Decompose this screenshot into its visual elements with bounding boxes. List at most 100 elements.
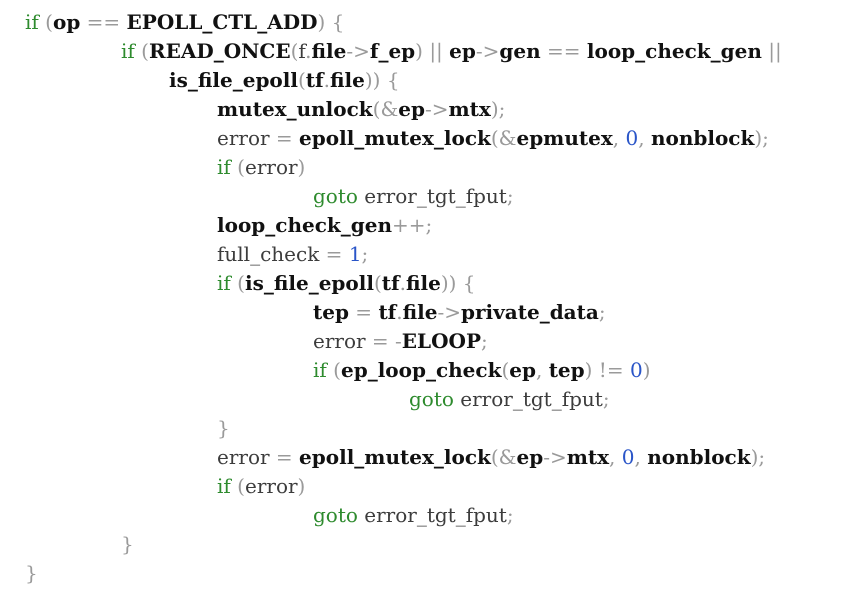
code-token: ); [490, 97, 506, 121]
code-token: ); [754, 126, 769, 150]
code-line[interactable]: mutex_unlock(&ep->mtx); [0, 95, 856, 124]
code-token: error [244, 155, 298, 179]
code-token: error_tgt_fput [364, 184, 507, 208]
code-token: mutex_unlock [217, 97, 373, 121]
code-token: . [396, 300, 403, 324]
code-token: op [52, 10, 81, 34]
code-token: 0 [621, 445, 635, 469]
code-line[interactable]: } [0, 414, 856, 443]
code-token: ++; [392, 213, 433, 237]
code-line[interactable]: if (op == EPOLL_CTL_ADD) { [0, 8, 856, 37]
code-token: goto [313, 184, 358, 208]
code-token: ( [501, 358, 510, 382]
code-token: ep [509, 358, 536, 382]
code-token: error [244, 474, 298, 498]
code-token: ; [481, 329, 488, 353]
code-token: file [405, 271, 441, 295]
code-token: ep_loop_check [340, 358, 502, 382]
code-token: 1 [348, 242, 362, 266]
code-token: if [217, 271, 231, 295]
code-token: } [25, 561, 38, 585]
code-line[interactable]: goto error_tgt_fput; [0, 385, 856, 414]
code-line[interactable]: tep = tf.file->private_data; [0, 298, 856, 327]
code-token: tf [381, 271, 400, 295]
code-token: error_tgt_fput [364, 503, 507, 527]
code-token: ; [506, 503, 514, 527]
code-token: if [313, 358, 327, 382]
code-line[interactable]: error = -ELOOP; [0, 327, 856, 356]
code-token: ( [230, 155, 245, 179]
code-token: , [638, 126, 651, 150]
code-token: ); [750, 445, 766, 469]
code-token: . [323, 68, 330, 92]
code-token: )) { [364, 68, 400, 92]
code-token: if [121, 39, 135, 63]
code-token: goto [313, 503, 358, 527]
code-token: = [269, 126, 300, 150]
code-line[interactable]: } [0, 530, 856, 559]
code-line[interactable]: if (error) [0, 153, 856, 182]
code-token: ( [134, 39, 149, 63]
code-line[interactable]: if (ep_loop_check(ep, tep) != 0) [0, 356, 856, 385]
code-token: ( [230, 271, 245, 295]
code-token: nonblock [650, 126, 755, 150]
code-token: READ_ONCE [148, 39, 291, 63]
code-token: tf [305, 68, 324, 92]
code-line[interactable]: } [0, 559, 856, 588]
code-token: tf [378, 300, 397, 324]
code-token: ep [449, 39, 476, 63]
code-token: file [402, 300, 438, 324]
code-token: -> [437, 300, 462, 324]
code-line[interactable]: if (error) [0, 472, 856, 501]
code-token: loop_check_gen [217, 213, 392, 237]
code-token: , [609, 445, 622, 469]
code-token: } [121, 532, 134, 556]
code-token: goto [409, 387, 454, 411]
code-token: , [612, 126, 626, 150]
code-line[interactable]: loop_check_gen++; [0, 211, 856, 240]
code-token: } [217, 416, 230, 440]
code-token: ( [230, 474, 245, 498]
code-token: -> [424, 97, 449, 121]
code-token: error [217, 445, 270, 469]
code-token: -> [346, 39, 370, 63]
code-line[interactable]: if (READ_ONCE(f.file->f_ep) || ep->gen =… [0, 37, 856, 66]
code-token: file [329, 68, 365, 92]
code-token: ; [602, 387, 610, 411]
code-token: -> [475, 39, 500, 63]
code-token: ; [361, 242, 369, 266]
code-token: = [348, 300, 379, 324]
code-line[interactable]: full_check = 1; [0, 240, 856, 269]
code-token: )) { [440, 271, 476, 295]
code-token: ; [506, 184, 514, 208]
code-token: if [25, 10, 39, 34]
code-token: ( [290, 39, 299, 63]
code-line[interactable]: goto error_tgt_fput; [0, 501, 856, 530]
code-token: ) [297, 155, 306, 179]
code-token: full_check [217, 242, 320, 266]
code-line[interactable]: error = epoll_mutex_lock(&epmutex, 0, no… [0, 124, 856, 153]
code-token: (& [372, 97, 399, 121]
code-token: epmutex [516, 126, 613, 150]
code-token: f [298, 39, 306, 63]
code-line[interactable]: is_file_epoll(tf.file)) { [0, 66, 856, 95]
code-token: EPOLL_CTL_ADD [126, 10, 318, 34]
code-line[interactable]: goto error_tgt_fput; [0, 182, 856, 211]
code-token: ( [297, 68, 306, 92]
code-token: mtx [566, 445, 610, 469]
code-token: ) != [584, 358, 630, 382]
code-line[interactable]: if (is_file_epoll(tf.file)) { [0, 269, 856, 298]
code-token: || [761, 39, 782, 63]
code-token: , [535, 358, 549, 382]
code-token: , [634, 445, 648, 469]
code-line[interactable]: error = epoll_mutex_lock(&ep->mtx, 0, no… [0, 443, 856, 472]
code-token: ( [45, 10, 53, 34]
code-token: ) [297, 474, 306, 498]
code-token: ; [598, 300, 606, 324]
code-token: file [311, 39, 347, 63]
code-token: ep [516, 445, 544, 469]
code-token: loop_check_gen [586, 39, 762, 63]
code-token: nonblock [647, 445, 751, 469]
code-token: = [269, 445, 300, 469]
